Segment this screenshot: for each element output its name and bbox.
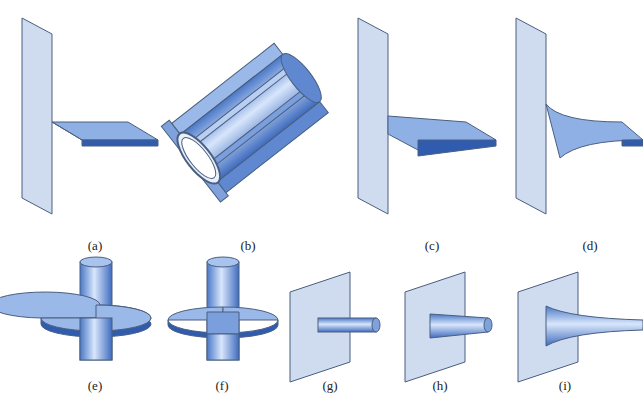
figure-label: (a) bbox=[88, 238, 102, 254]
figure-label: (e) bbox=[88, 378, 102, 394]
figure-label: (c) bbox=[425, 238, 439, 254]
figure-label: (d) bbox=[582, 238, 597, 254]
figure-label: (b) bbox=[240, 238, 255, 254]
figure-label: (g) bbox=[322, 378, 337, 394]
figure-label: (h) bbox=[432, 378, 447, 394]
figure-label: (i) bbox=[559, 378, 571, 394]
figure-label: (f) bbox=[216, 378, 229, 394]
